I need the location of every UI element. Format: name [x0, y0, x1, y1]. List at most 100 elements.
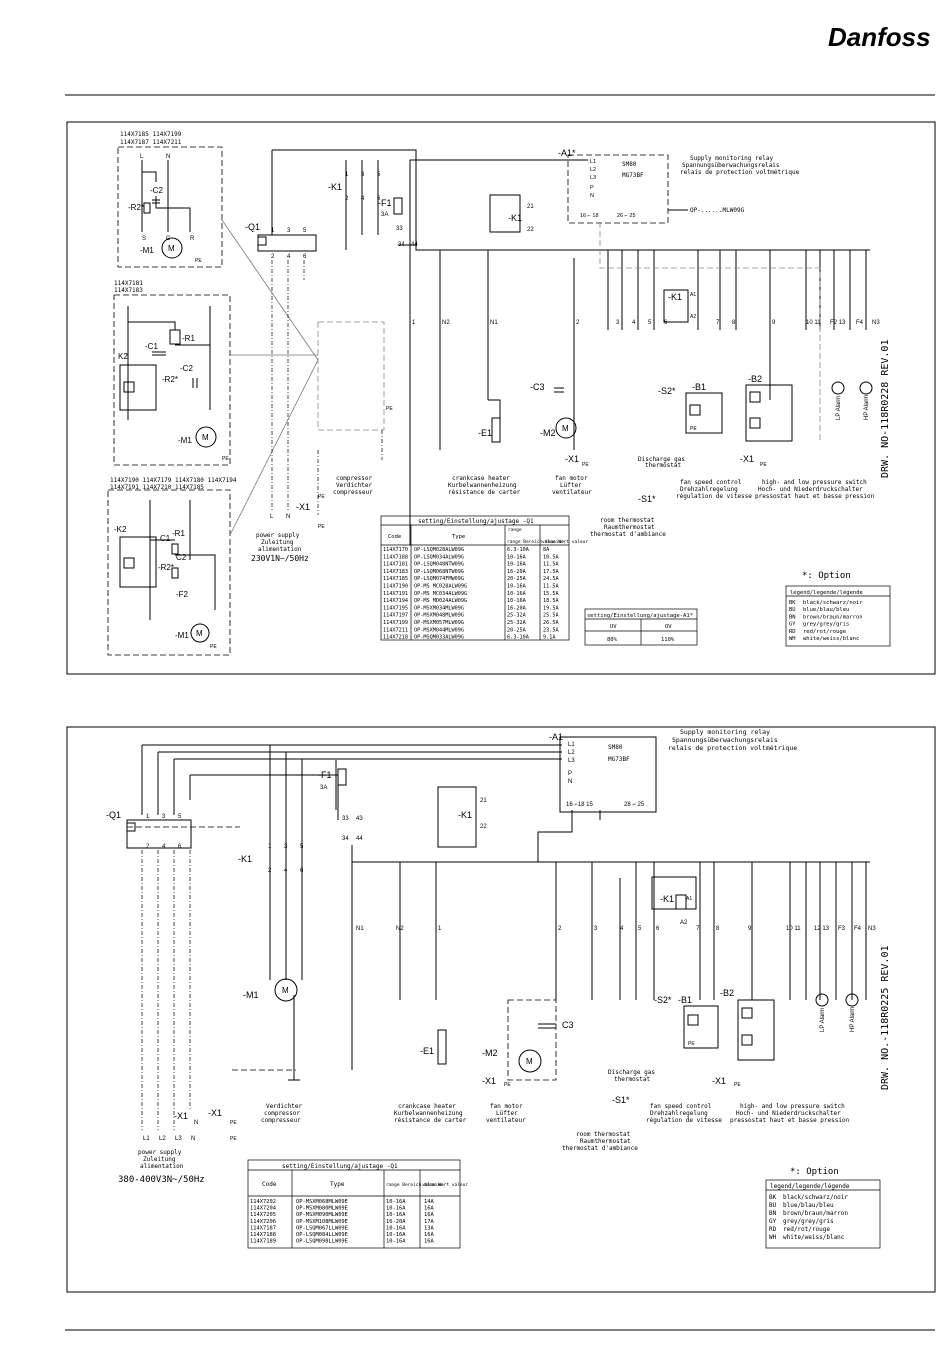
table-cell: 24.5A: [543, 576, 559, 582]
legend-description: brown/braun/marron: [803, 614, 863, 620]
svg-text:Zuleitung: Zuleitung: [261, 539, 294, 546]
svg-text:SM80: SM80: [608, 744, 623, 751]
svg-text:L2: L2: [159, 1136, 166, 1142]
svg-text:16 ⌐18 15: 16 ⌐18 15: [566, 802, 594, 808]
svg-text:Lüfter: Lüfter: [560, 482, 582, 489]
k1-coil-3: [437, 786, 477, 848]
table-cell: 114X7183: [383, 569, 408, 575]
table-cell: OP-MSXM044MLW09G: [414, 627, 464, 633]
svg-text:-K1: -K1: [238, 854, 252, 864]
drawing-number-2: DRW. NO.-118R0225 REV.01: [880, 946, 891, 1091]
svg-text:5: 5: [178, 814, 182, 820]
compressor-box: [317, 321, 385, 431]
svg-text:N2: N2: [442, 320, 450, 326]
svg-text:C2: C2: [176, 553, 187, 562]
svg-text:-E1: -E1: [420, 1046, 434, 1056]
svg-text:-F1: -F1: [318, 770, 332, 780]
table-cell: 114X7204: [250, 1206, 276, 1212]
svg-text:M: M: [562, 424, 569, 433]
svg-text:M: M: [526, 1057, 533, 1066]
table-cell: OP-LSQM074FMW09G: [414, 576, 464, 582]
svg-text:LP Alarm: LP Alarm: [820, 1008, 826, 1032]
svg-text:5: 5: [638, 926, 642, 932]
svg-text:-B2: -B2: [748, 374, 762, 384]
svg-text:22: 22: [527, 227, 534, 233]
svg-text:PE: PE: [222, 456, 229, 462]
table-cell: 114X7197: [383, 613, 408, 619]
option-note-1: *: Option: [802, 571, 851, 581]
codes-f: 114X7191 114X7210 114X7185: [110, 484, 204, 491]
svg-text:6: 6: [300, 868, 304, 874]
svg-text:A2: A2: [690, 314, 696, 320]
svg-text:16 ⌐ 18: 16 ⌐ 18: [580, 213, 599, 219]
legend-code: BN: [789, 614, 796, 620]
legend-code: BK: [769, 1194, 777, 1201]
svg-text:5: 5: [303, 228, 307, 234]
svg-text:-X1: -X1: [740, 454, 754, 464]
danfoss-logo: Danfoss: [828, 22, 931, 52]
svg-text:-A1*: -A1*: [558, 148, 576, 158]
table-cell: 114X7195: [383, 605, 408, 611]
table-cell: 10-16A: [507, 554, 527, 560]
svg-text:380-400V3N~/50Hz: 380-400V3N~/50Hz: [118, 1175, 205, 1185]
svg-text:5: 5: [377, 172, 381, 178]
table-cell: 114X7205: [250, 1212, 276, 1218]
svg-text:L: L: [270, 514, 274, 520]
svg-text:1: 1: [146, 814, 150, 820]
table-cell: 10-16A: [386, 1239, 406, 1245]
legend-description: brown/braun/marron: [783, 1210, 848, 1217]
svg-text:4: 4: [284, 868, 288, 874]
svg-text:80%: 80%: [607, 637, 618, 643]
svg-text:-R1: -R1: [182, 334, 195, 343]
svg-text:-S2*: -S2*: [654, 995, 672, 1005]
svg-text:MG73BF: MG73BF: [622, 172, 644, 179]
svg-text:crankcase heater: crankcase heater: [452, 475, 510, 482]
codes-b: 114X7187 114X7211: [120, 139, 182, 146]
svg-text:résistance de carter: résistance de carter: [448, 489, 521, 496]
svg-text:Raumthermostat: Raumthermostat: [580, 1138, 631, 1145]
svg-text:Supply monitoring relay: Supply monitoring relay: [680, 728, 770, 736]
table-cell: 10-16A: [386, 1225, 406, 1231]
svg-text:F4: F4: [856, 320, 864, 326]
svg-text:2: 2: [271, 254, 275, 260]
svg-text:-X1: -X1: [482, 1076, 496, 1086]
a1-setting-table: setting/Einstellung/ajustage-A1* UV OV 8…: [584, 608, 698, 646]
svg-text:-S1*: -S1*: [638, 494, 656, 504]
svg-text:-X1: -X1: [174, 1111, 188, 1121]
variant-box-2: [113, 294, 231, 466]
table-cell: 8A: [543, 547, 550, 553]
fan-motor-symbol: [555, 417, 577, 439]
svg-text:34: 34: [342, 836, 349, 842]
legend-description: red/rot/rouge: [803, 629, 846, 635]
svg-text:Hoch- und Niederdruckschalter: Hoch- und Niederdruckschalter: [758, 486, 863, 493]
table-cell: 11.5A: [543, 584, 559, 590]
table-cell: 114X7188: [383, 554, 408, 560]
svg-text:setting/Einstellung/ajustage: setting/Einstellung/ajustage -Q1: [282, 1163, 398, 1170]
diagram1-labels: power supply Zuleitung alimentation 230V…: [251, 456, 875, 581]
svg-text:-R2*: -R2*: [128, 203, 144, 212]
table-cell: OP-LSQM034ALW09G: [414, 554, 464, 560]
svg-text:6: 6: [664, 320, 668, 326]
table-cell: 20-25A: [507, 576, 527, 582]
svg-text:Drehzahlregelung: Drehzahlregelung: [650, 1110, 708, 1117]
table-cell: OP-LSQM084LLW09E: [296, 1232, 348, 1238]
legend-description: grey/grey/gris: [803, 622, 849, 628]
svg-text:N: N: [568, 779, 572, 785]
table-cell: OP-MSXM090MLW09E: [296, 1212, 348, 1218]
svg-text:-F1: -F1: [378, 198, 392, 208]
svg-text:N: N: [194, 1120, 198, 1126]
svg-text:M: M: [168, 244, 175, 253]
svg-text:33: 33: [342, 816, 349, 822]
svg-text:high- and low pressure switch: high- and low pressure switch: [740, 1103, 845, 1110]
svg-text:-K1: -K1: [668, 292, 682, 302]
logo-wordmark: Danfoss: [828, 22, 931, 52]
svg-text:-S2*: -S2*: [658, 386, 676, 396]
svg-text:-C2: -C2: [150, 186, 163, 195]
svg-text:-C2: -C2: [180, 364, 193, 373]
svg-text:L2: L2: [590, 167, 596, 173]
svg-text:legend/legende/légende: legend/legende/légende: [770, 1183, 850, 1190]
svg-text:PE: PE: [318, 494, 325, 500]
table-cell: 114X7189: [250, 1239, 276, 1245]
svg-text:room thermostat: room thermostat: [600, 517, 655, 524]
